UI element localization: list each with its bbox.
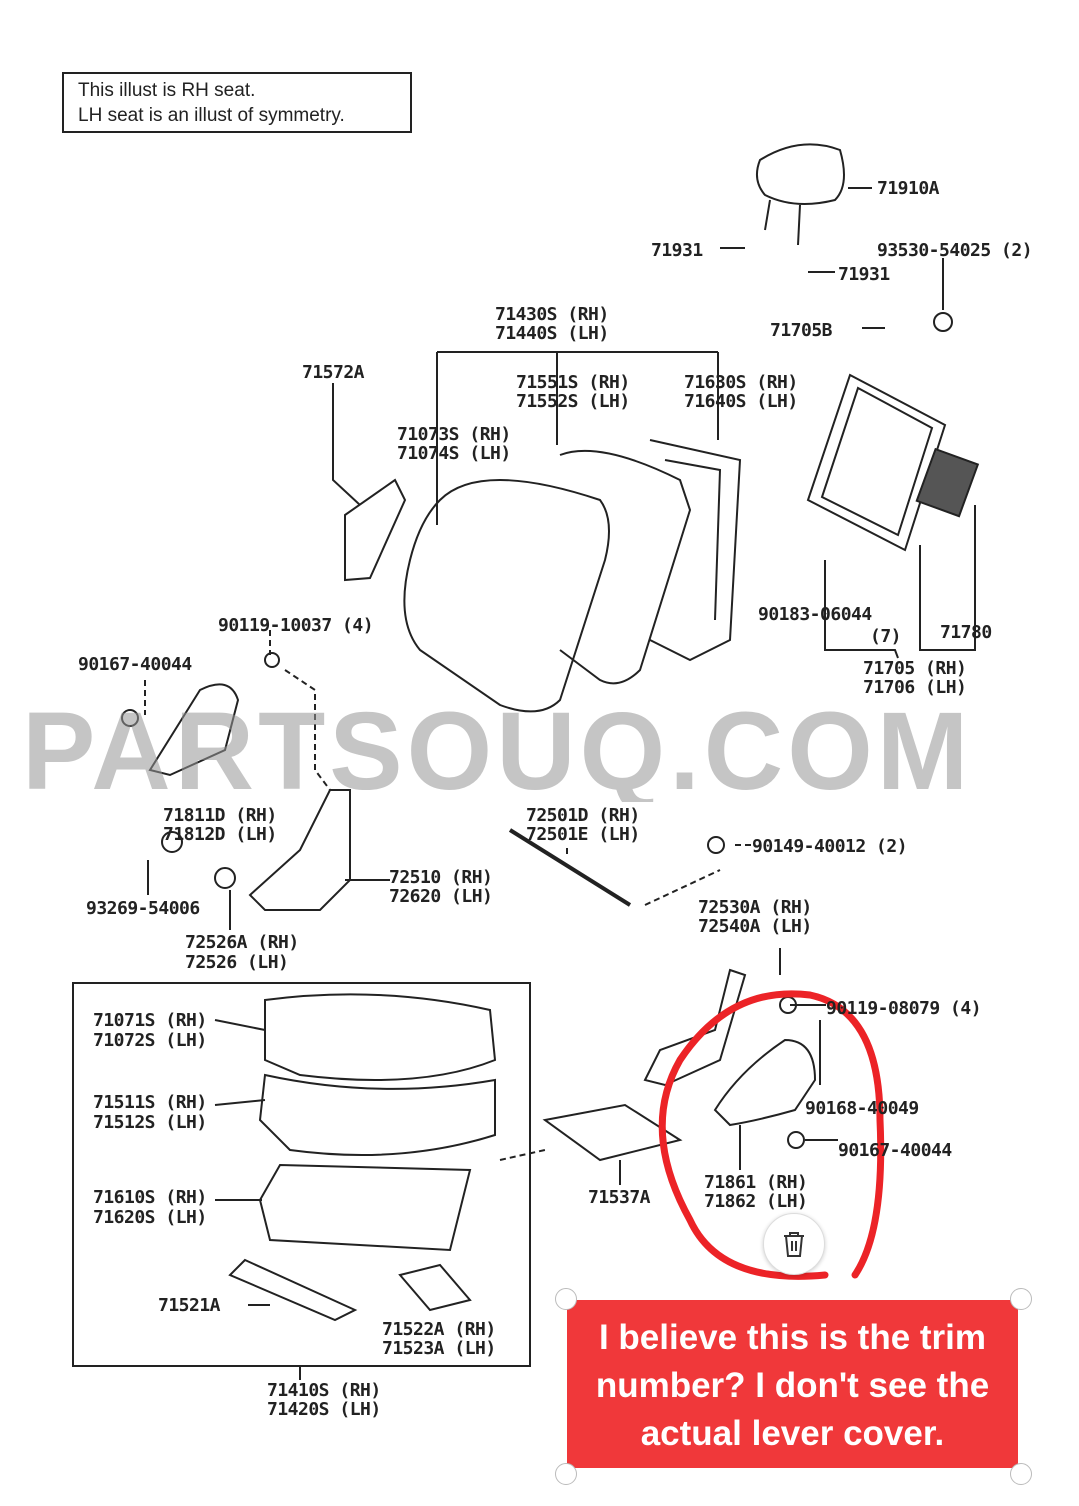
seatback-mesh xyxy=(915,447,980,518)
part-label: 71071S (RH) xyxy=(93,1010,207,1031)
watermark: PARTSOUQ.COM xyxy=(22,702,973,802)
leader-lines-cushion xyxy=(214,1019,266,1201)
seatback-cover xyxy=(403,479,610,713)
cushion-pads xyxy=(228,1258,472,1322)
cushion-frame xyxy=(258,1163,472,1252)
part-label: 71610S (RH) xyxy=(93,1187,207,1208)
leader-lines-cover xyxy=(739,1125,838,1170)
part-label: 71073S (RH) xyxy=(397,424,511,445)
cushion-cover xyxy=(264,993,497,1081)
seatback-pad xyxy=(559,449,692,685)
seatback-frame xyxy=(649,439,742,662)
resize-handle-bottom-right[interactable] xyxy=(1010,1463,1032,1485)
leader-dashed-cushion xyxy=(499,1149,546,1161)
part-label: 71572A xyxy=(302,362,365,383)
part-label: 72540A (LH) xyxy=(698,916,812,937)
bolt xyxy=(707,836,725,854)
clip-symbol xyxy=(933,312,953,332)
trash-icon xyxy=(784,1232,804,1257)
part-label: 71640S (LH) xyxy=(684,391,798,412)
part-label: 71072S (LH) xyxy=(93,1030,207,1051)
leader-lines-lever xyxy=(779,948,826,1085)
part-label: 71630S (RH) xyxy=(684,372,798,393)
headrest xyxy=(755,143,845,205)
part-label: 90167-40044 xyxy=(78,654,192,675)
clip-symbol xyxy=(161,831,183,853)
part-label: 71705B xyxy=(770,320,833,341)
bolt xyxy=(264,652,280,668)
delete-annotation-button[interactable] xyxy=(763,1213,825,1275)
recliner-bracket xyxy=(248,789,351,911)
seat-cushion-box xyxy=(72,982,531,1367)
headrest-posts xyxy=(764,199,801,246)
part-label: 93530-54025 (2) xyxy=(877,240,1033,261)
resize-handle-top-right[interactable] xyxy=(1010,1288,1032,1310)
part-label: 72501D (RH) xyxy=(526,805,640,826)
annotation-circle xyxy=(658,990,885,1280)
annotation-text-box[interactable]: I believe this is the trim number? I don… xyxy=(567,1300,1018,1468)
recliner-cover-outer xyxy=(148,683,240,777)
part-label: 71537A xyxy=(588,1187,651,1208)
part-label: 71523A (LH) xyxy=(382,1338,496,1359)
part-label: 90168-40049 xyxy=(805,1098,919,1119)
resize-handle-top-left[interactable] xyxy=(555,1288,577,1310)
leader-lines-left xyxy=(147,860,390,930)
part-label: 71705 (RH) xyxy=(863,658,967,679)
part-label: 71420S (LH) xyxy=(267,1399,381,1420)
part-label: 71862 (LH) xyxy=(704,1191,808,1212)
illustration-note: This illust is RH seat. LH seat is an il… xyxy=(62,72,412,133)
leader-lines-back xyxy=(332,351,719,525)
cushion-pad xyxy=(258,1073,496,1156)
cover-clip xyxy=(214,867,236,889)
part-label: 71931 xyxy=(651,240,703,261)
part-label: 71074S (LH) xyxy=(397,443,511,464)
part-label: 71780 xyxy=(940,622,992,643)
part-label: 71430S (RH) xyxy=(495,304,609,325)
part-label: 71410S (RH) xyxy=(267,1380,381,1401)
part-label: 71706 (LH) xyxy=(863,677,967,698)
part-label: 71931 xyxy=(838,264,890,285)
part-label: 71861 (RH) xyxy=(704,1172,808,1193)
screw xyxy=(787,1131,805,1149)
part-label: 72526A (RH) xyxy=(185,932,299,953)
part-label: 72501E (LH) xyxy=(526,824,640,845)
note-line-2: LH seat is an illust of symmetry. xyxy=(78,105,345,126)
resize-handle-bottom-left[interactable] xyxy=(555,1463,577,1485)
screw xyxy=(121,709,139,727)
part-label: 71440S (LH) xyxy=(495,323,609,344)
part-label: 71811D (RH) xyxy=(163,805,277,826)
part-label: 72620 (LH) xyxy=(389,886,493,907)
part-label: 93269-54006 xyxy=(86,898,200,919)
part-label: 90149-40012 (2) xyxy=(752,836,908,857)
part-label: 72526 (LH) xyxy=(185,952,289,973)
part-label: (7) xyxy=(870,626,902,647)
leader-lines-right xyxy=(824,505,976,659)
recliner-cover-inner xyxy=(713,1038,817,1127)
seatback-board xyxy=(806,373,947,552)
part-label: 90119-10037 (4) xyxy=(218,615,374,636)
part-label: 71521A xyxy=(158,1295,221,1316)
part-label: 71511S (RH) xyxy=(93,1092,207,1113)
part-label: 71552S (LH) xyxy=(516,391,630,412)
note-line-1: This illust is RH seat. xyxy=(78,80,256,101)
seat-shield-pad xyxy=(542,1103,683,1185)
recliner-bracket-right xyxy=(643,968,747,1087)
seat-pad xyxy=(344,478,407,582)
part-label: 71812D (LH) xyxy=(163,824,277,845)
part-label: 90183-06044 xyxy=(758,604,872,625)
part-label: 71551S (RH) xyxy=(516,372,630,393)
part-label: 71512S (LH) xyxy=(93,1112,207,1133)
part-label: 72530A (RH) xyxy=(698,897,812,918)
part-label: 71522A (RH) xyxy=(382,1319,496,1340)
part-label: 72510 (RH) xyxy=(389,867,493,888)
leader-dashed xyxy=(144,630,331,791)
leader-dashed-rod xyxy=(566,844,752,906)
part-label: 71910A xyxy=(877,178,940,199)
part-label: 71620S (LH) xyxy=(93,1207,207,1228)
part-label: 90167-40044 xyxy=(838,1140,952,1161)
leader-lines-top xyxy=(720,187,944,329)
torsion-rod xyxy=(508,828,632,907)
part-label: 90119-08079 (4) xyxy=(826,998,982,1019)
